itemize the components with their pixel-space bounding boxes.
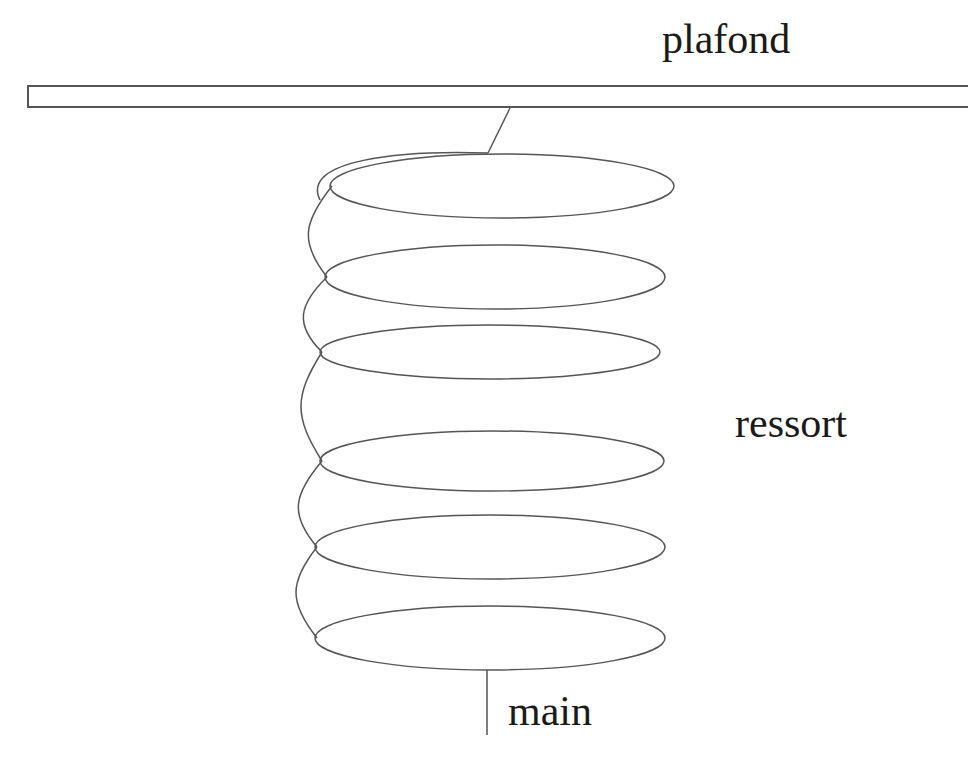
spring-label: ressort <box>735 402 847 444</box>
spring-coils <box>296 153 674 670</box>
hand-line <box>486 670 488 735</box>
hand-label: main <box>508 690 592 732</box>
ceiling-bar <box>28 86 968 107</box>
coil-link <box>303 277 327 352</box>
coil-link <box>317 153 488 200</box>
coil-turn <box>330 154 674 218</box>
coil-link <box>298 461 322 547</box>
ceiling-label: plafond <box>662 18 790 60</box>
coil-link <box>301 352 322 461</box>
spring-hook <box>488 108 510 153</box>
coil-turn <box>315 515 665 579</box>
coil-turn <box>320 325 660 379</box>
coil-link <box>308 186 332 277</box>
coil-turn <box>325 245 665 309</box>
coil-turn <box>315 606 665 670</box>
coil-turn <box>320 431 664 491</box>
coil-link <box>296 547 317 638</box>
